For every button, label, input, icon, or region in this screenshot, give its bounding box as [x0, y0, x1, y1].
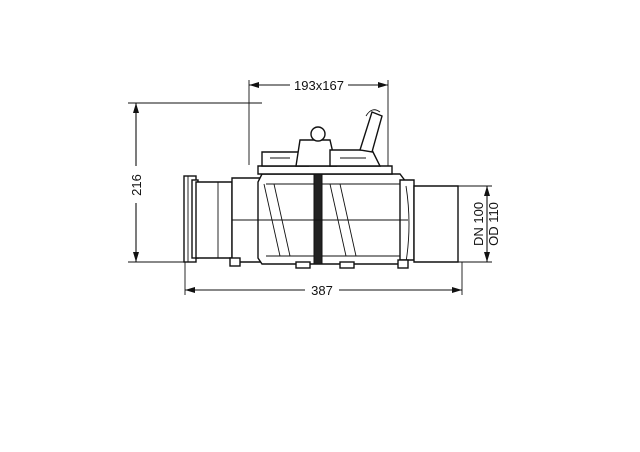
dimension-height-label: 216	[129, 174, 144, 196]
dimension-top-width-label: 193x167	[294, 78, 344, 93]
dimension-length-label: 387	[311, 283, 333, 298]
dimension-dn-label: DN 100	[471, 202, 486, 246]
dimension-od-label: OD 110	[486, 202, 501, 246]
dimension-top-width: 193x167	[248, 78, 389, 168]
dimension-diameter: DN 100 OD 110	[458, 185, 501, 263]
valve-body	[183, 109, 459, 269]
dimension-length: 387	[184, 262, 463, 298]
dimension-height: 216	[128, 102, 262, 263]
